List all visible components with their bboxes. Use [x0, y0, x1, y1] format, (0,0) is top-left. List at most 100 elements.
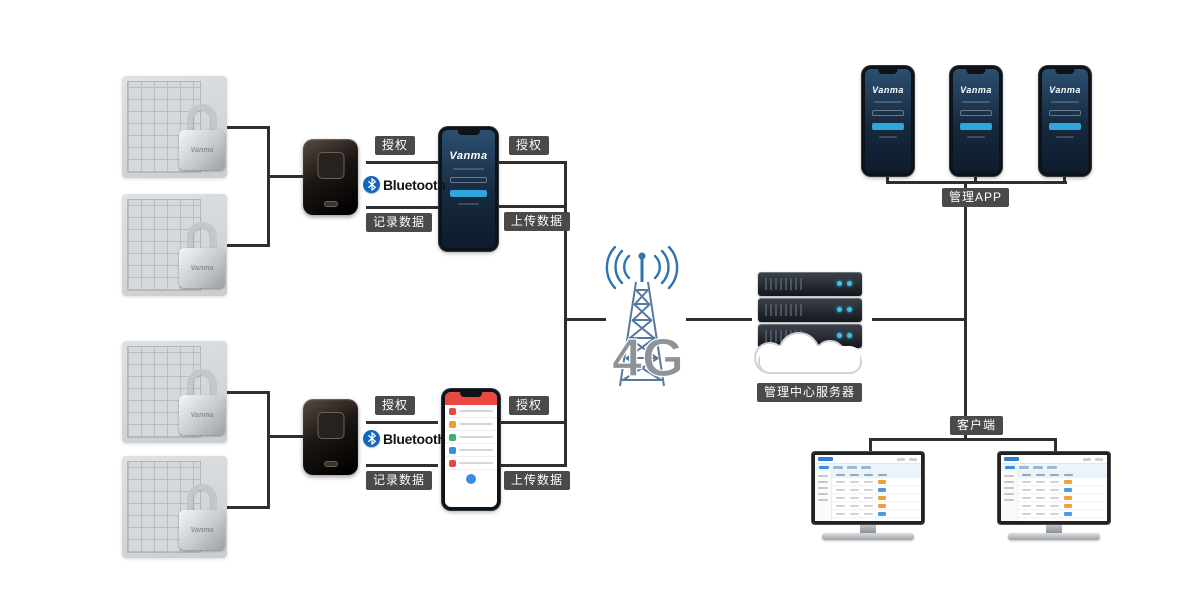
- phone-notch: [460, 392, 482, 397]
- dashboard-logo: [1004, 457, 1019, 461]
- authorize-tag: 授权: [375, 396, 416, 415]
- server-stack: [750, 270, 870, 382]
- monitor-stub: [869, 438, 872, 453]
- record-data-tag: 记录数据: [366, 471, 433, 490]
- authorize-tag: 授权: [509, 396, 550, 415]
- dashboard-topbar: [815, 455, 921, 464]
- phone-login-button-shape: [959, 123, 993, 130]
- topbar-chip: [909, 458, 917, 461]
- padlock-shackle: [187, 104, 217, 134]
- phone-text-line: [452, 168, 485, 170]
- dashboard-sidebar: [1001, 471, 1018, 521]
- server-label-tag: 管理中心服务器: [757, 383, 863, 402]
- dashboard-navbar: [1001, 464, 1107, 471]
- monitor-screen: [998, 452, 1110, 524]
- phone-text-line: [457, 203, 480, 205]
- connector-line: [499, 464, 567, 467]
- key-sensor-pad: [317, 412, 344, 439]
- phone-stub: [886, 174, 889, 182]
- admin-phone-2: Vanma: [950, 66, 1002, 176]
- authorize-tag: 授权: [509, 136, 550, 155]
- phone-screen: [445, 392, 497, 507]
- topbar-chip: [897, 458, 905, 461]
- padlock-shackle: [187, 484, 217, 514]
- radio-waves-icon: [605, 245, 679, 290]
- cabinet-lock-2: Vanma: [122, 194, 227, 296]
- connector-line: [224, 391, 270, 394]
- phone-notch: [878, 69, 898, 74]
- app-list-row: [445, 405, 497, 418]
- phone-stub: [974, 174, 977, 182]
- list-text-line: [459, 449, 493, 451]
- connector-line: [267, 391, 270, 509]
- dashboard-navbar: [815, 464, 921, 471]
- bluetooth-badge: Bluetooth: [363, 430, 446, 447]
- server-led: [847, 307, 852, 312]
- server-vents: [765, 278, 805, 290]
- phone-screen: Vanma: [1042, 69, 1088, 173]
- server-to-hub-line: [872, 318, 967, 321]
- app-list-row: [445, 418, 497, 431]
- operator-phone-dark: Vanma: [439, 127, 498, 251]
- phone-brand-label: Vanma: [872, 85, 904, 95]
- authorize-tag: 授权: [375, 136, 416, 155]
- server-unit: [758, 272, 862, 296]
- dashboard-sidebar: [815, 471, 832, 521]
- monitor-stand: [860, 524, 876, 533]
- topbar-chip: [1095, 458, 1103, 461]
- table-row: [1018, 502, 1107, 510]
- connector-line: [499, 161, 567, 164]
- 4g-tower: 4G: [586, 245, 698, 391]
- monitor-base: [1008, 533, 1100, 540]
- connector-line: [366, 206, 438, 209]
- dashboard-table: [1018, 471, 1107, 521]
- list-text-line: [459, 410, 493, 412]
- phone-notch: [966, 69, 986, 74]
- list-text-line: [459, 462, 493, 464]
- server-unit: [758, 298, 862, 322]
- record-data-tag: 记录数据: [366, 213, 433, 232]
- padlock-body: Vanma: [179, 130, 225, 170]
- phone-notch: [1055, 69, 1075, 74]
- padlock-icon: Vanma: [179, 222, 225, 288]
- phone-screen: Vanma: [953, 69, 999, 173]
- connector-line: [224, 126, 270, 129]
- cabinet-lock-4: Vanma: [122, 456, 227, 558]
- network-4g-label: 4G: [612, 328, 684, 388]
- cabinet-lock-1: Vanma: [122, 76, 227, 178]
- topbar-chip: [1083, 458, 1091, 461]
- tower-to-server-line: [686, 318, 752, 321]
- connector-line: [366, 161, 438, 164]
- tower-lattice: [619, 281, 665, 387]
- table-header-row: [1018, 471, 1107, 478]
- list-icon: [449, 433, 456, 441]
- table-row: [832, 494, 921, 502]
- padlock-icon: Vanma: [179, 484, 225, 550]
- table-row: [1018, 478, 1107, 486]
- phone-input-shape: [871, 110, 905, 116]
- phone-text-line: [1055, 136, 1075, 138]
- app-list-row: [445, 457, 497, 470]
- phone-text-line: [874, 101, 902, 103]
- dashboard-table: [832, 471, 921, 521]
- list-icon: [449, 420, 456, 428]
- connector-line: [366, 421, 438, 424]
- connector-line: [267, 435, 305, 438]
- phone-stub: [1063, 174, 1066, 182]
- table-row: [832, 510, 921, 518]
- server-led: [837, 333, 842, 338]
- padlock-body: Vanma: [179, 248, 225, 288]
- table-row: [1018, 494, 1107, 502]
- phone-input-shape: [1048, 110, 1082, 116]
- admin-phones-line: [886, 181, 1067, 184]
- phone-screen: Vanma: [442, 130, 495, 248]
- key-ring: [323, 201, 338, 207]
- admin-phone-3: Vanma: [1039, 66, 1091, 176]
- padlock-shackle: [187, 222, 217, 252]
- bluetooth-icon: [363, 176, 380, 193]
- dashboard-topbar: [1001, 455, 1107, 464]
- server-led: [837, 307, 842, 312]
- phone-brand-label: Vanma: [1049, 85, 1081, 95]
- electronic-key-1: [303, 139, 358, 215]
